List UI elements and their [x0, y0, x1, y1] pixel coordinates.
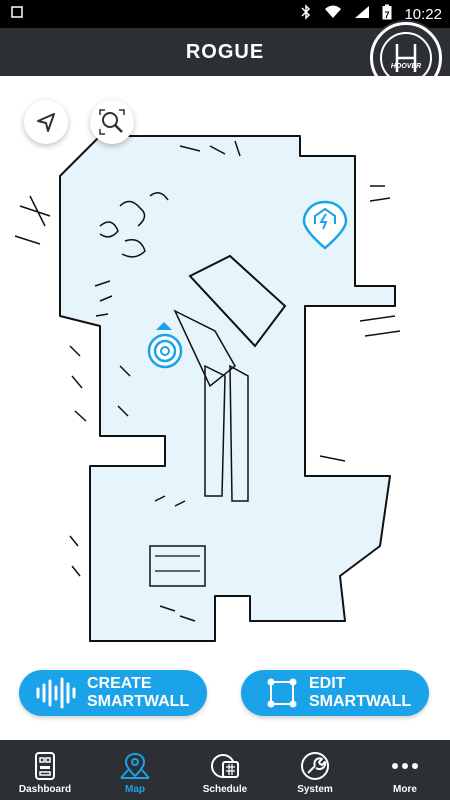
tab-schedule[interactable]: Schedule: [180, 740, 270, 800]
battery-icon: 7: [382, 4, 392, 24]
floor-map[interactable]: [0, 76, 450, 740]
edit-smartwall-line1: EDIT: [309, 675, 346, 692]
page-title: ROGUE: [185, 40, 265, 63]
locate-arrow-icon: [37, 113, 55, 132]
bottom-tab-bar: Dashboard Map Schedule Sys: [0, 740, 450, 800]
calendar-icon: [211, 754, 239, 778]
create-smartwall-line1: CREATE: [87, 675, 152, 692]
map-area[interactable]: [0, 76, 450, 740]
robot-position-icon[interactable]: [147, 322, 183, 369]
wall-structure: [155, 555, 200, 572]
wall-structure: [188, 254, 287, 348]
tab-map-label: Map: [125, 784, 145, 795]
floor-area: [59, 135, 396, 642]
hoover-logo-text: HOOVER: [390, 63, 422, 70]
status-bar: 7 10:22: [0, 0, 450, 28]
tab-more[interactable]: More: [360, 740, 450, 800]
notification-icon: [10, 5, 24, 22]
wall-structure: [149, 545, 206, 587]
more-dots-icon: [392, 763, 418, 769]
tab-dashboard[interactable]: Dashboard: [0, 740, 90, 800]
zoom-fit-icon: [99, 109, 125, 135]
wall-structure: [204, 364, 226, 497]
furniture-clutter: [14, 140, 401, 622]
signal-icon: [354, 5, 370, 23]
edit-smartwall-line2: SMARTWALL: [309, 693, 412, 710]
wrench-icon: [301, 752, 329, 780]
tab-system-label: System: [297, 784, 333, 795]
bluetooth-icon: [300, 4, 312, 24]
locate-button[interactable]: [24, 100, 68, 144]
dashboard-icon: [35, 752, 55, 780]
sound-wave-icon: [36, 677, 76, 709]
tab-map[interactable]: Map: [90, 740, 180, 800]
clock: 10:22: [404, 5, 442, 23]
wall-structure: [173, 309, 236, 388]
tab-system[interactable]: System: [270, 740, 360, 800]
wall-structure: [229, 364, 249, 502]
tab-dashboard-label: Dashboard: [18, 784, 72, 795]
create-smartwall-line2: SMARTWALL: [87, 693, 190, 710]
tab-schedule-label: Schedule: [202, 784, 248, 795]
wifi-icon: [324, 5, 342, 23]
create-smartwall-button[interactable]: CREATE SMARTWALL: [19, 670, 207, 716]
charging-dock-icon[interactable]: [302, 200, 348, 250]
map-pin-icon: [120, 752, 150, 779]
edit-square-icon: [267, 678, 297, 708]
tab-more-label: More: [393, 784, 417, 795]
zoom-fit-button[interactable]: [90, 100, 134, 144]
edit-smartwall-button[interactable]: EDIT SMARTWALL: [241, 670, 429, 716]
battery-level: 7: [384, 10, 390, 20]
